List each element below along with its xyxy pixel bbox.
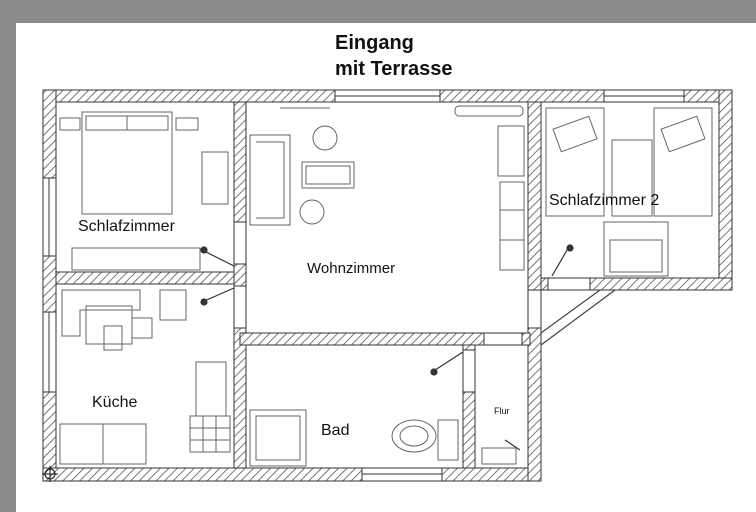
room-label-flur: Flur (494, 406, 510, 416)
title-line-1: Eingang (335, 32, 414, 54)
hall-furniture (481, 447, 517, 465)
bathroom-furniture (249, 409, 459, 467)
living-room-furniture (249, 105, 525, 271)
room-label-kueche: Küche (92, 394, 138, 411)
kitchen-furniture (59, 289, 231, 465)
room-label-bad: Bad (321, 422, 350, 439)
room-label-schlafzimmer-2: Schlafzimmer 2 (549, 192, 660, 209)
bedroom2-furniture (545, 107, 713, 277)
door-openings (233, 221, 591, 393)
corridor-wall (540, 289, 616, 346)
title-line-2: mit Terrasse (335, 58, 453, 80)
interior-walls (55, 101, 542, 469)
windows (42, 89, 685, 482)
floor-plan-canvas (16, 23, 756, 512)
corner-marker (42, 466, 58, 482)
outer-walls (42, 89, 733, 482)
room-label-schlafzimmer: Schlafzimmer (78, 218, 175, 235)
door-swings (200, 244, 574, 451)
bedroom-furniture (59, 111, 229, 271)
room-label-wohnzimmer: Wohnzimmer (307, 260, 396, 277)
